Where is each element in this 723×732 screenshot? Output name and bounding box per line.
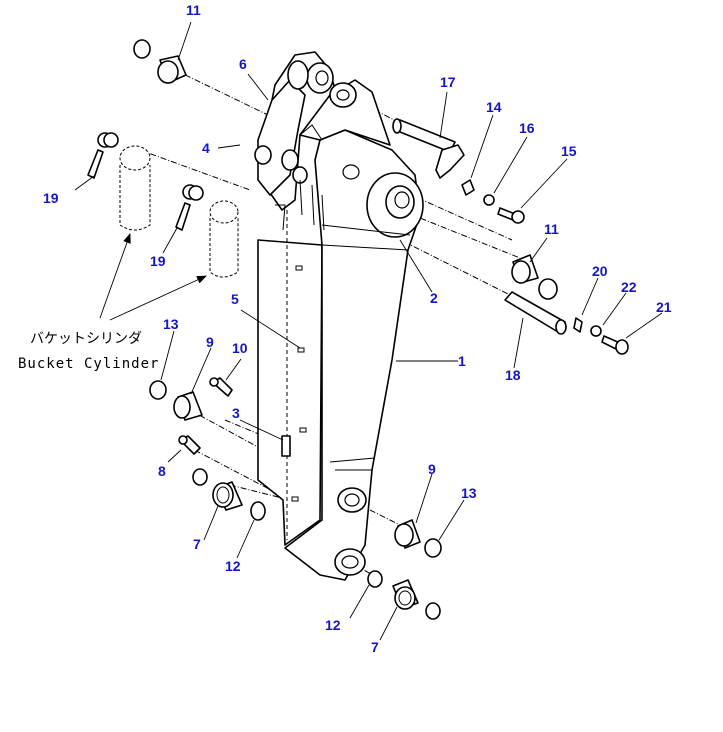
bucket-cylinder-left: [119, 145, 151, 231]
callout-22: 22: [621, 279, 637, 295]
bushing-9-right: [394, 519, 421, 549]
bolt-21: [601, 335, 629, 355]
washer-22: [590, 325, 602, 337]
callout-7-right: 7: [371, 639, 379, 655]
callout-9-right: 9: [428, 461, 436, 477]
bucket-cylinder-right: [209, 200, 239, 278]
callout-14: 14: [486, 99, 502, 115]
bolt-15: [497, 207, 525, 224]
fitting-10: [209, 377, 233, 397]
callout-13-right: 13: [461, 485, 477, 501]
callout-13-left: 13: [163, 316, 179, 332]
pin-18: [504, 291, 567, 335]
callout-8: 8: [158, 463, 166, 479]
callout-21: 21: [656, 299, 672, 315]
fitting-8: [178, 435, 201, 455]
shim-12-right: [367, 570, 383, 588]
bushing-9-left: [173, 391, 203, 421]
callout-19-right: 19: [150, 253, 166, 269]
plate-14: [461, 179, 475, 196]
bucket-cylinder-label-jp: バケットシリンダ: [30, 331, 142, 347]
callout-16: 16: [519, 120, 535, 136]
callout-2: 2: [430, 290, 438, 306]
callout-5: 5: [231, 291, 239, 307]
bushing-7-right: [392, 579, 419, 610]
bushing-11-right: [511, 254, 558, 300]
callout-7-left: 7: [193, 536, 201, 552]
callout-12-left: 12: [225, 558, 241, 574]
callout-3: 3: [232, 405, 240, 421]
callout-17: 17: [440, 74, 456, 90]
callout-15: 15: [561, 143, 577, 159]
callout-18: 18: [505, 367, 521, 383]
eye-bolt-right: [175, 184, 204, 231]
callout-leaders: [74, 21, 663, 641]
callout-4: 4: [202, 140, 210, 156]
washer-16: [483, 194, 495, 206]
callout-9-left: 9: [206, 334, 214, 350]
callout-11-top: 11: [186, 2, 201, 18]
arm-body: [254, 51, 424, 581]
callout-6: 6: [239, 56, 247, 72]
ring-right-small: [425, 602, 441, 620]
callout-20: 20: [592, 263, 608, 279]
callout-19-left: 19: [43, 190, 59, 206]
callout-10: 10: [232, 340, 248, 356]
bucket-cylinder-arrows: [99, 233, 207, 321]
bushing-11-top: [133, 39, 187, 84]
callout-11-right: 11: [544, 221, 559, 237]
ring-left-small: [192, 468, 208, 486]
shim-12-left: [250, 501, 266, 521]
seal-13-left: [149, 380, 167, 400]
callout-1: 1: [458, 353, 466, 369]
bushing-7-left: [212, 481, 243, 511]
callout-12-right: 12: [325, 617, 341, 633]
pin-17: [392, 118, 465, 179]
seal-13-right: [424, 538, 442, 558]
callout-labels: 1 2 3 4 5 6 7 7 8 9 9 10 11 11 12 12 13 …: [43, 2, 672, 655]
eye-bolt-left: [87, 132, 119, 179]
pin-20: [573, 317, 583, 333]
bucket-cylinder-label-en: Bucket Cylinder: [18, 356, 159, 372]
